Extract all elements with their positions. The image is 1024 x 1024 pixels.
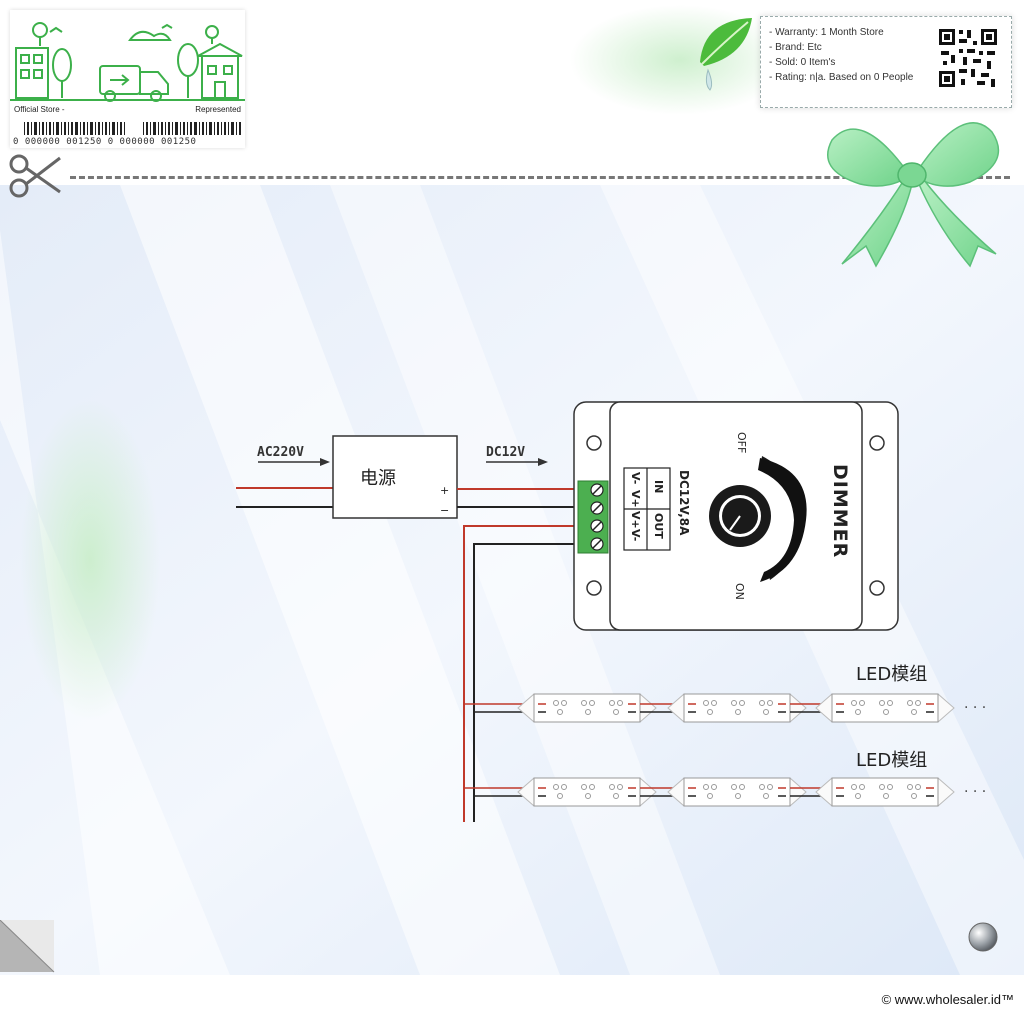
- city-illustration: [10, 22, 245, 102]
- power-supply-box: [332, 435, 458, 519]
- led-strip-row: [464, 777, 955, 807]
- represented-label: Represented: [195, 105, 241, 114]
- continuation-dots: · · ·: [964, 784, 986, 800]
- psu-minus-label: −: [440, 504, 449, 517]
- rating-text: - Rating: n|a. Based on 0 People: [769, 72, 914, 83]
- led-module: [517, 693, 657, 723]
- led-module: [517, 777, 657, 807]
- qr-code-icon: [937, 27, 999, 89]
- official-store-label: Official Store -: [14, 105, 65, 114]
- psu-label: 电源: [360, 468, 396, 489]
- led-negative-wire: [473, 543, 580, 822]
- ribbon-bow-icon: [827, 122, 1000, 268]
- terminal-v-minus: V-: [629, 472, 642, 484]
- led-positive-wire: [463, 525, 580, 822]
- dimmer-title: DIMMER: [829, 464, 851, 558]
- dimmer-rating: DC12V,8A: [677, 470, 691, 536]
- sold-text: - Sold: 0 Item's: [769, 57, 836, 68]
- mount-hole: [586, 580, 602, 596]
- mount-hole: [586, 435, 602, 451]
- in-label: IN: [652, 480, 665, 493]
- copyright-footer: © www.wholesaler.id™: [881, 992, 1014, 1007]
- brand-text: - Brand: Etc: [769, 42, 822, 53]
- terminal-v-plus: V+: [629, 490, 642, 508]
- continuation-dots: · · ·: [964, 700, 986, 716]
- off-label: OFF: [735, 432, 748, 453]
- led-module: [815, 693, 955, 723]
- led-module: [667, 777, 807, 807]
- terminal-v-minus: V-: [629, 529, 642, 541]
- out-label: OUT: [652, 513, 665, 539]
- barcode-number: 0 000000 001250 0 000000 001250: [13, 137, 197, 147]
- store-stamp: Official Store - Represented 0 000000 00…: [10, 10, 245, 148]
- ac-label: AC220V: [257, 445, 304, 460]
- led-module-label: LED模组: [856, 664, 927, 685]
- round-metal-button-icon[interactable]: [966, 920, 1000, 954]
- mount-hole: [869, 435, 885, 451]
- product-info-card: - Warranty: 1 Month Store - Brand: Etc -…: [760, 16, 1012, 108]
- cut-line: [70, 176, 1010, 179]
- led-strip-row: [464, 693, 955, 723]
- page-curl-icon: [0, 920, 55, 973]
- warranty-text: - Warranty: 1 Month Store: [769, 27, 884, 38]
- terminal-v-plus: V+: [629, 511, 642, 529]
- scissors-icon: [9, 154, 61, 198]
- led-module: [815, 777, 955, 807]
- on-label: ON: [733, 583, 746, 600]
- barcode: [24, 122, 241, 135]
- leaf-icon: [700, 18, 752, 91]
- led-module: [667, 693, 807, 723]
- led-module-label: LED模组: [856, 750, 927, 771]
- psu-plus-label: +: [440, 484, 449, 497]
- dc-label: DC12V: [486, 445, 525, 460]
- mount-hole: [869, 580, 885, 596]
